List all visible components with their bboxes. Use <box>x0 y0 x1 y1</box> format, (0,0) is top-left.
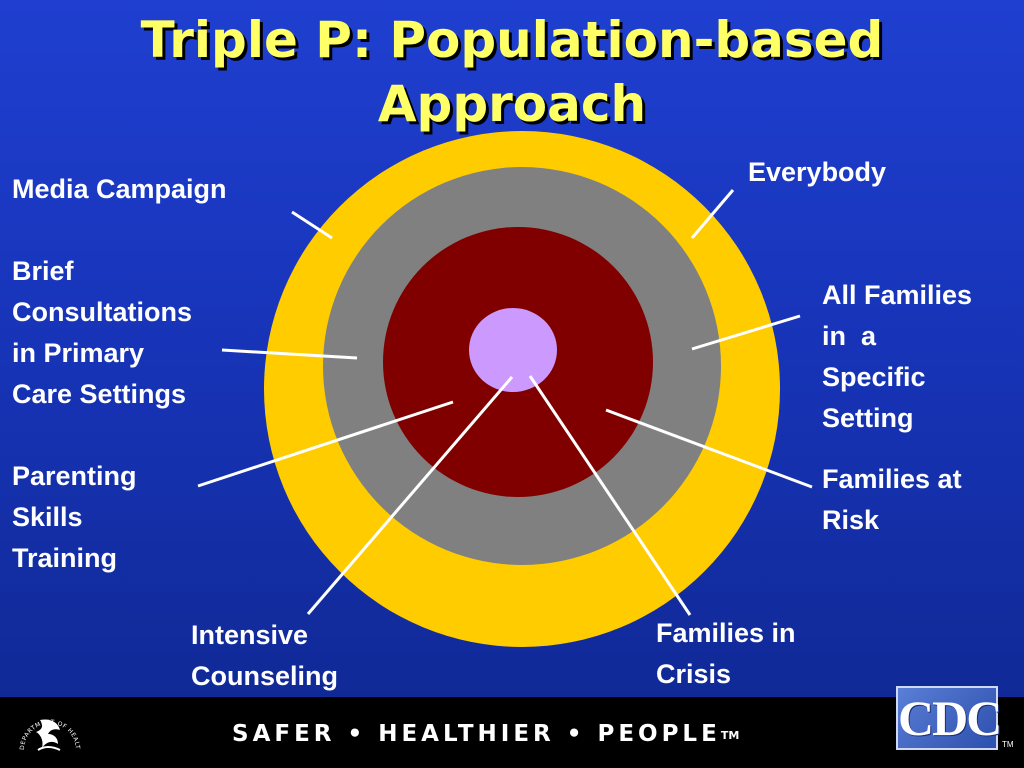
slogan-trademark: TM <box>720 729 740 742</box>
label-intensive-counseling: Intensive Counseling <box>191 615 338 697</box>
label-at-risk-line-2: Risk <box>822 505 880 535</box>
label-brief-line-2: Consultations <box>12 297 192 327</box>
label-brief-consultations: Brief Consultations in Primary Care Sett… <box>12 251 192 415</box>
label-all-families-line-4: Setting <box>822 403 914 433</box>
label-media-campaign: Media Campaign <box>12 174 227 204</box>
label-families-at-risk: Families at Risk <box>822 459 962 541</box>
connector-everybody <box>690 189 735 239</box>
cdc-trademark: TM <box>1002 740 1014 749</box>
label-all-families-line-3: Specific <box>822 362 926 392</box>
title-line-1: Triple P: Population-based <box>140 11 884 69</box>
label-brief-line-3: in Primary <box>12 338 145 368</box>
connector-parenting-skills <box>197 400 454 488</box>
footer-slogan: SAFER • HEALTHIER • PEOPLETM <box>232 714 739 754</box>
label-all-families-line-1: All Families <box>822 280 973 310</box>
label-parenting-line-1: Parenting <box>12 461 137 491</box>
footer-bar <box>0 697 1024 768</box>
label-all-families-line-2: in a <box>822 321 877 351</box>
connector-lines <box>197 189 813 616</box>
label-parenting-skills-training: Parenting Skills Training <box>12 456 137 579</box>
label-families-in-crisis: Families in Crisis <box>656 613 796 695</box>
connector-intensive-counseling <box>306 376 514 615</box>
label-parenting-line-2: Skills <box>12 502 83 532</box>
hhs-eagle-seal-icon: DEPARTMENT OF HEALTH & HUMAN SERVICES · … <box>14 700 81 751</box>
title-line-2: Approach <box>377 75 647 133</box>
connector-families-in-crisis <box>528 375 692 616</box>
cdc-logo-text: CDC <box>898 690 1002 746</box>
label-everybody: Everybody <box>748 157 887 187</box>
cdc-logo-icon: CDC <box>896 686 1002 750</box>
connector-families-at-risk <box>605 408 813 489</box>
slogan-text: SAFER • HEALTHIER • PEOPLE <box>232 721 721 747</box>
label-intensive-line-2: Counseling <box>191 661 338 691</box>
seal-eagle-shape <box>36 719 60 748</box>
label-brief-line-1: Brief <box>12 256 74 286</box>
connector-all-families <box>691 314 801 351</box>
label-brief-line-4: Care Settings <box>12 379 187 409</box>
ring-families-in-crisis <box>469 308 557 392</box>
label-in-crisis-line-1: Families in <box>656 618 796 648</box>
label-in-crisis-line-2: Crisis <box>656 659 732 689</box>
connector-brief-consultations <box>221 348 358 360</box>
label-parenting-line-3: Training <box>12 543 118 573</box>
page-title: Triple P: Population-based Approach <box>0 8 1024 136</box>
population-rings-diagram <box>197 131 813 647</box>
label-all-families-specific-setting: All Families in a Specific Setting <box>822 275 972 439</box>
label-intensive-line-1: Intensive <box>191 620 309 650</box>
connector-media-campaign <box>291 210 333 240</box>
label-at-risk-line-1: Families at <box>822 464 962 494</box>
